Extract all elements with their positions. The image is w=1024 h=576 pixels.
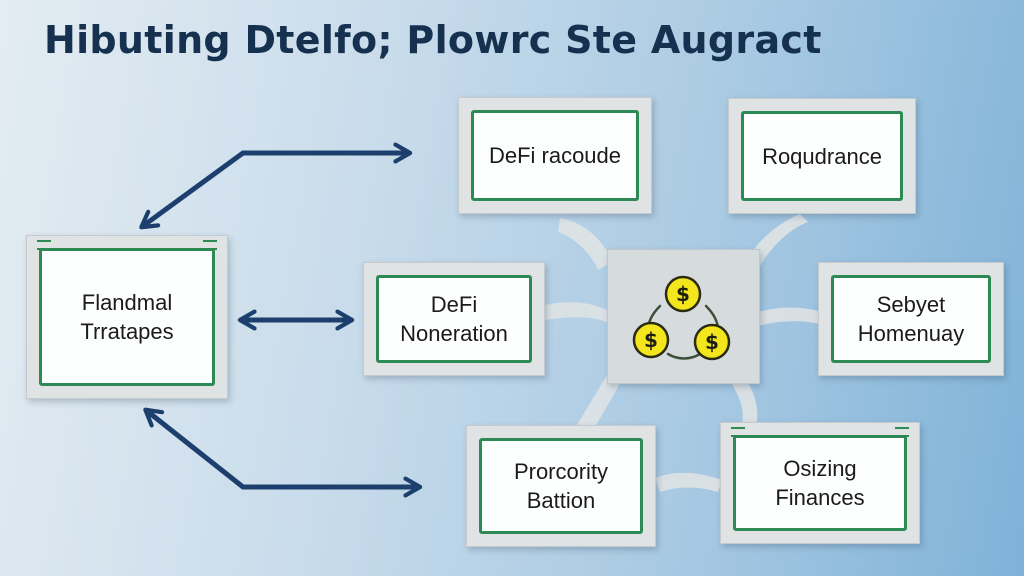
hub-connector-top-left	[558, 218, 612, 270]
arrows	[139, 142, 423, 498]
node-sebyet: Sebyet Homenuay	[818, 262, 1004, 376]
hub-connector-top-right	[748, 214, 808, 266]
node-frame: DeFi racoude	[471, 110, 639, 201]
node-label-prorcority: Prorcority Battion	[513, 459, 609, 513]
coin-left	[632, 321, 670, 359]
arrow-flandmal-to-prorcority	[143, 407, 423, 498]
node-label-defi-noneration: DeFi Noneration	[400, 292, 508, 346]
node-frame: Osizing Finances	[733, 435, 907, 531]
node-frame: Sebyet Homenuay	[831, 275, 991, 363]
node-frame: Roqudrance	[741, 111, 903, 201]
coin-top	[664, 275, 702, 313]
diagram-title: Hibuting Dtelfo; Plowrc Ste Augract	[44, 18, 822, 62]
hub-node: $ $ $	[607, 249, 760, 384]
node-prorcority: Prorcority Battion	[466, 425, 656, 547]
hub-connector-bottom-right	[728, 370, 758, 426]
node-label-defi-racoude: DeFi racoude	[488, 143, 622, 168]
node-defi-racoude: DeFi racoude	[458, 97, 652, 214]
node-label-roqudrance: Roqudrance	[762, 143, 882, 169]
hub-connectors	[545, 214, 822, 492]
arrow-flandmal-to-racoude	[139, 142, 413, 230]
node-frame: Flandmal Trratapes	[39, 248, 215, 386]
hub-connector-left	[545, 302, 607, 322]
coin-symbol: $	[676, 282, 690, 306]
node-frame: DeFi Noneration	[376, 275, 532, 363]
hub-connector-bottom-left	[575, 370, 622, 436]
node-osizing: Osizing Finances	[720, 422, 920, 544]
node-flandmal: Flandmal Trratapes	[26, 235, 228, 399]
coin-symbol: $	[705, 330, 719, 354]
dollar-coins-icon: $ $ $	[632, 275, 731, 361]
node-label-flandmal: Flandmal Trratapes	[80, 290, 174, 344]
hub-connector-bottom	[655, 472, 722, 492]
node-label-osizing: Osizing Finances	[775, 456, 865, 510]
coin-symbol: $	[644, 328, 658, 352]
node-frame: Prorcority Battion	[479, 438, 643, 534]
hub-connector-right	[758, 307, 822, 326]
node-defi-noneration: DeFi Noneration	[363, 262, 545, 376]
node-label-sebyet: Sebyet Homenuay	[857, 292, 965, 346]
node-roqudrance: Roqudrance	[728, 98, 916, 214]
coin-right	[693, 323, 731, 361]
